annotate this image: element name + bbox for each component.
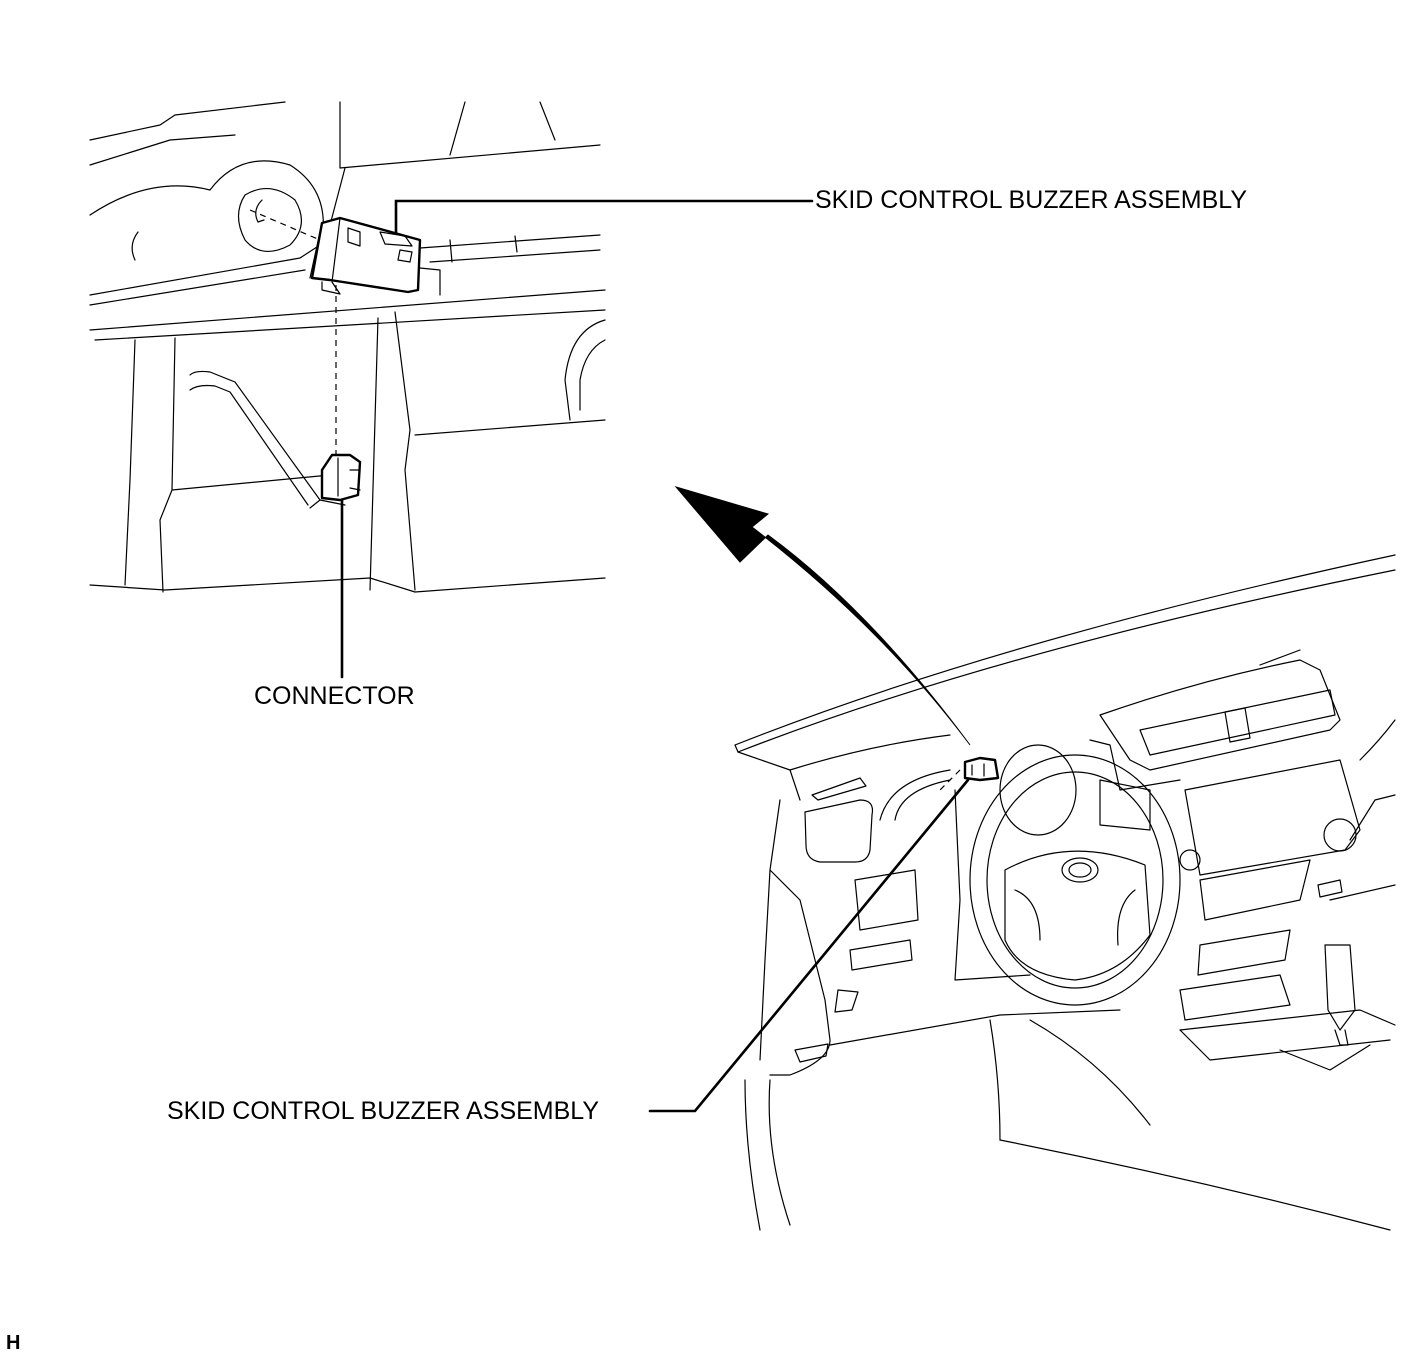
leader-line-top	[394, 199, 814, 235]
dashboard-overview	[734, 554, 1396, 1231]
connector-label: CONNECTOR	[254, 682, 415, 710]
view-arrow	[674, 486, 971, 746]
figure-code: H	[6, 1332, 21, 1354]
detail-view	[89, 101, 606, 593]
skid-control-buzzer-label-top: SKID CONTROL BUZZER ASSEMBLY	[815, 186, 1248, 214]
leader-line-bottom	[648, 778, 970, 1113]
skid-control-buzzer-label-bottom: SKID CONTROL BUZZER ASSEMBLY	[167, 1097, 600, 1125]
